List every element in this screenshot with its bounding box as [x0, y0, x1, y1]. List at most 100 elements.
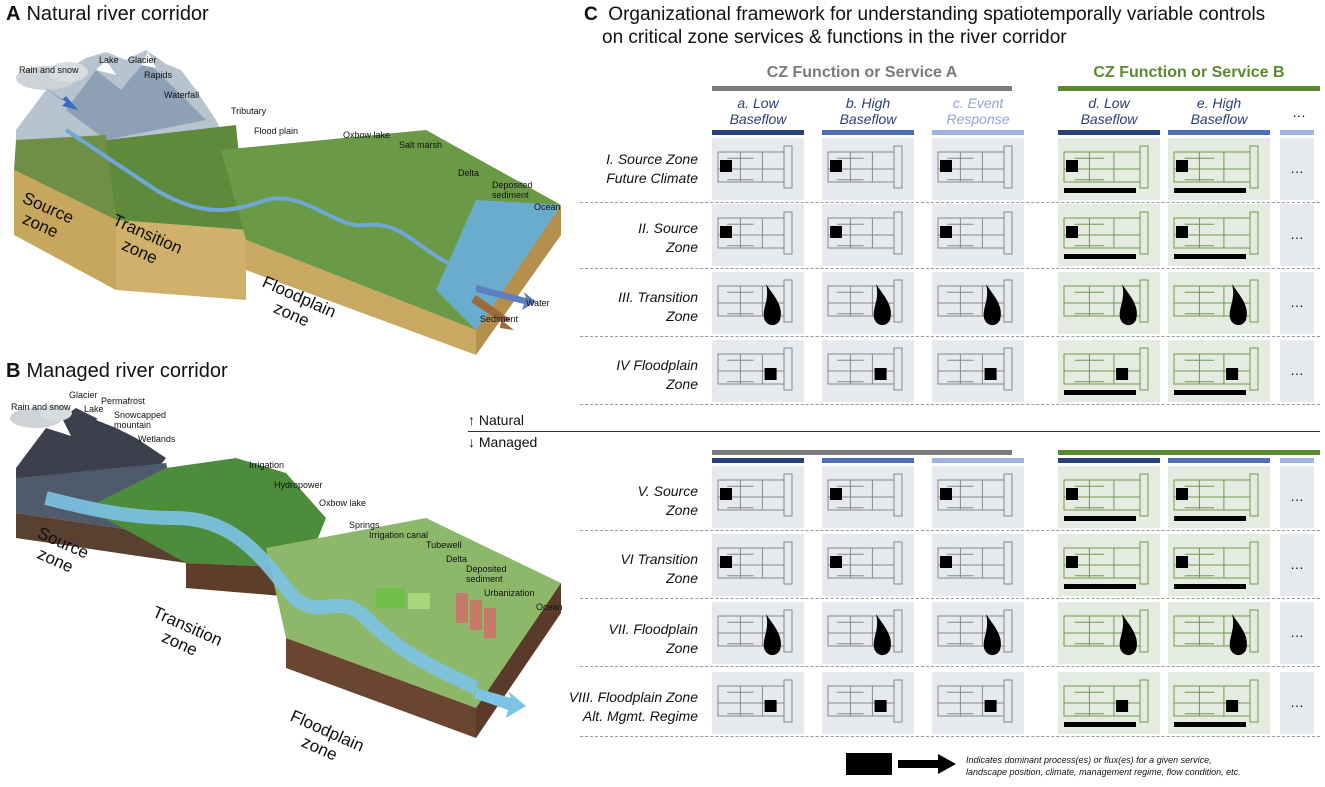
diagram-line	[783, 211, 793, 255]
column-bar	[712, 458, 804, 463]
diagram-line	[1063, 547, 1141, 579]
label-tributary: Tributary	[231, 106, 267, 116]
framework-cell	[932, 466, 1024, 528]
label-flood-plain: Flood plain	[254, 126, 299, 136]
framework-cell	[822, 534, 914, 596]
dominant-process-mark	[1226, 700, 1239, 712]
label-springs: Springs	[349, 520, 380, 530]
framework-cell	[1168, 138, 1270, 200]
label-snowcapped-mountain: Snowcapped mountain	[114, 410, 167, 430]
framework-cell	[932, 672, 1024, 734]
row-label-1-line2: Future Climate	[606, 170, 698, 186]
label-deposited-sediment: Deposited sediment	[492, 180, 533, 200]
dominant-process-mark	[874, 368, 887, 380]
process-network-diagram	[1173, 679, 1259, 727]
framework-cell	[1168, 272, 1270, 334]
row-separator	[580, 202, 1320, 203]
diagram-line	[783, 145, 793, 189]
diagram-line	[827, 285, 895, 317]
diagram-line	[1173, 217, 1251, 249]
diagram-line	[1063, 479, 1141, 511]
process-network-diagram	[937, 541, 1013, 585]
process-network-diagram	[937, 211, 1013, 255]
process-network-diagram	[937, 279, 1013, 326]
diagram-line	[937, 547, 1005, 579]
dominant-process-mark	[830, 488, 842, 500]
framework-cell	[932, 272, 1024, 334]
process-network-diagram	[937, 347, 1013, 391]
row-separator	[580, 530, 1320, 531]
column-bar	[932, 130, 1024, 135]
label-salt-marsh: Salt marsh	[399, 140, 443, 150]
dominant-process-mark	[940, 556, 952, 568]
framework-cell	[1058, 466, 1160, 528]
natural-managed-divider	[468, 431, 1320, 432]
diagram-line	[783, 279, 793, 323]
dominant-process-mark	[1116, 368, 1129, 380]
row-separator	[580, 268, 1320, 269]
process-network-diagram	[1063, 145, 1149, 193]
framework-cell	[822, 138, 914, 200]
label-hydropower: Hydropower	[274, 480, 323, 490]
diagram-line	[717, 285, 785, 317]
panel-b-letter: B	[6, 360, 21, 382]
diagram-line	[937, 685, 1005, 717]
process-network-diagram	[827, 279, 903, 326]
row-label-6-line1: VI Transition	[620, 551, 698, 567]
dominant-flux-mark	[983, 614, 1001, 656]
label-tubewell: Tubewell	[426, 540, 462, 550]
process-network-diagram	[717, 211, 793, 255]
diagram-line	[1249, 679, 1259, 723]
process-network-diagram	[1063, 279, 1149, 326]
row-label-8-line1: VIII. Floodplain Zone	[568, 689, 698, 705]
col-head-d-line2: Baseflow	[1080, 111, 1138, 127]
label-water: Water	[526, 298, 550, 308]
dominant-flux-bar	[1064, 188, 1136, 193]
column-bar	[822, 458, 914, 463]
dominant-process-mark	[940, 160, 952, 172]
diagram-line	[1139, 609, 1149, 653]
framework-cell	[1058, 272, 1160, 334]
process-network-diagram	[1173, 473, 1259, 521]
row-label-4-line2: Zone	[666, 376, 698, 392]
process-network-diagram	[937, 473, 1013, 517]
dominant-flux-bar	[1064, 390, 1136, 395]
dominant-process-mark	[1226, 368, 1239, 380]
dominant-flux-bar	[1174, 722, 1246, 727]
diagram-line	[1003, 541, 1013, 585]
header-service-a: CZ Function or Service A	[766, 64, 958, 81]
column-bar-more	[1280, 130, 1314, 135]
diagram-line	[1063, 685, 1141, 717]
diagram-line	[893, 609, 903, 653]
dominant-process-mark	[940, 226, 952, 238]
diagram-line	[1173, 151, 1251, 183]
row-separator	[580, 666, 1320, 667]
dominant-process-mark	[1066, 226, 1078, 238]
dominant-flux-mark	[763, 284, 781, 326]
column-bar	[712, 130, 804, 135]
process-network-diagram	[827, 347, 903, 391]
diagram-line	[783, 679, 793, 723]
diagram-line	[717, 217, 785, 249]
process-network-diagram	[1063, 473, 1149, 521]
dominant-process-mark	[720, 160, 732, 172]
col-head-a-line1: a. Low	[737, 95, 779, 111]
label-oxbow-lake: Oxbow lake	[343, 130, 391, 140]
legend-line1: Indicates dominant process(es) or flux(e…	[966, 755, 1212, 765]
diagram-line	[937, 217, 1005, 249]
dominant-process-mark	[1066, 488, 1078, 500]
diagram-line	[783, 347, 793, 391]
dominant-process-mark	[720, 226, 732, 238]
row-more-dots: …	[1290, 226, 1304, 242]
process-network-diagram	[827, 211, 903, 255]
dominant-flux-bar	[1174, 584, 1246, 589]
column-bar	[1058, 130, 1160, 135]
framework-cell	[712, 340, 804, 402]
row-more-dots: …	[1290, 294, 1304, 310]
diagram-line	[827, 685, 895, 717]
col-head-e-line2: Baseflow	[1190, 111, 1248, 127]
label-irrigation: Irrigation	[249, 460, 285, 470]
